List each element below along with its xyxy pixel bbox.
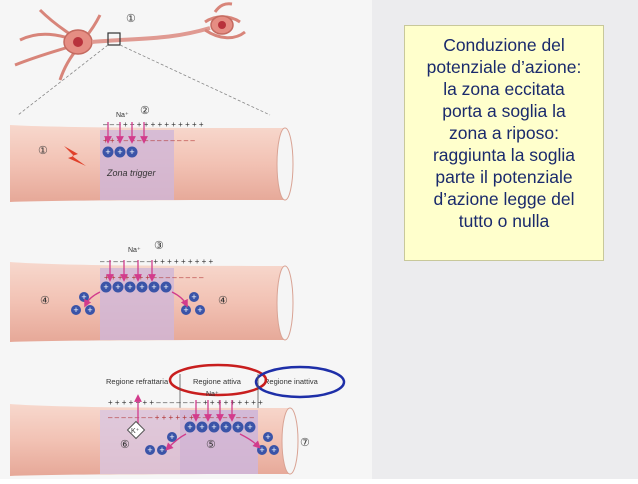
region-refractory-label: Regione refrattaria <box>106 377 169 386</box>
svg-text:+: + <box>159 445 164 455</box>
svg-text:+: + <box>259 445 264 455</box>
step-marker-1b: ① <box>38 145 48 157</box>
zoom-box <box>107 32 121 46</box>
panel-2: – – – – – – – – + + + + + + + + + + + + … <box>10 240 294 342</box>
charges-2-inner: + + + + + + + – – – – – – – – <box>104 273 204 282</box>
svg-text:+: + <box>147 445 152 455</box>
svg-text:+: + <box>169 432 174 442</box>
svg-text:+: + <box>211 422 216 432</box>
trigger-zone <box>100 130 174 200</box>
svg-text:+: + <box>139 282 144 292</box>
svg-text:+: + <box>223 422 228 432</box>
caption-line-5: zona a riposo: <box>449 123 559 143</box>
svg-text:+: + <box>81 292 86 302</box>
charges-1-inner: + + + – – – – – – – – – – – <box>103 136 195 145</box>
ions-panel-2 <box>71 281 205 315</box>
k-channel-icon <box>126 420 146 440</box>
ion-label-k: K⁺ <box>131 428 140 435</box>
zone-trigger-label: Zona trigger <box>106 168 157 178</box>
caption-box: Conduzione del potenziale d’azione: la z… <box>404 25 604 261</box>
step-marker-3: ③ <box>154 240 164 252</box>
step-marker-6: ⑥ <box>120 439 130 451</box>
step-marker-1: ① <box>126 13 136 25</box>
svg-text:+: + <box>183 305 188 315</box>
svg-text:+: + <box>127 282 132 292</box>
svg-text:+: + <box>163 282 168 292</box>
step-marker-7: ⑦ <box>300 437 310 449</box>
charges-2-top: – – – – – – – – + + + + + + + + + <box>100 257 214 266</box>
svg-text:+: + <box>187 422 192 432</box>
caption-line-1: Conduzione del <box>443 35 565 55</box>
ions-panel-1 <box>102 146 138 158</box>
stimulus-bolt-icon <box>64 146 86 166</box>
caption-line-3: la zona eccitata <box>443 79 565 99</box>
step-marker-4b: ④ <box>218 295 228 307</box>
panel-3: Regione refrattaria Regione attiva Regio… <box>10 363 346 476</box>
svg-text:+: + <box>199 422 204 432</box>
figure-svg: ① – – – + + + + + + + + + + + + + + + – … <box>10 2 346 476</box>
inactive-region-highlight <box>254 365 346 399</box>
ion-label-na-2: Na⁺ <box>128 247 141 254</box>
svg-text:+: + <box>197 305 202 315</box>
charges-3-inner: – – – – – – – + + + + + + – – – – – – – … <box>108 413 254 422</box>
caption-line-2: potenziale d’azione: <box>426 57 582 77</box>
caption-line-6: raggiunta la soglia <box>432 145 576 165</box>
step-marker-5: ⑤ <box>206 439 216 451</box>
step-marker-4a: ④ <box>40 295 50 307</box>
caption-line-8: d’azione legge del <box>433 189 575 209</box>
panel-1: – – – + + + + + + + + + + + + + + + – – … <box>10 105 294 202</box>
axon-conduction-figure: ① – – – + + + + + + + + + + + + + + + – … <box>10 2 346 476</box>
svg-text:+: + <box>271 445 276 455</box>
active-region-highlight <box>168 363 268 397</box>
svg-text:+: + <box>265 432 270 442</box>
step-marker-2: ② <box>140 105 150 117</box>
caption-line-9: tutto o nulla <box>458 211 550 231</box>
svg-text:+: + <box>115 282 120 292</box>
refractory-zone <box>100 410 180 474</box>
neuron-illustration: ① <box>14 2 246 81</box>
svg-text:+: + <box>87 305 92 315</box>
charges-3-top: + + + + + + + – – – – – – – + + + + + + … <box>108 398 263 407</box>
svg-text:+: + <box>73 305 78 315</box>
svg-text:+: + <box>103 282 108 292</box>
svg-text:+: + <box>151 282 156 292</box>
caption-line-4: porta a soglia la <box>442 101 566 121</box>
svg-text:+: + <box>105 147 110 157</box>
svg-text:+: + <box>235 422 240 432</box>
region-active-label: Regione attiva <box>193 377 242 386</box>
charges-1-top: – – – + + + + + + + + + + + + <box>103 120 204 129</box>
ion-label-na-1: Na⁺ <box>116 112 129 119</box>
svg-text:+: + <box>247 422 252 432</box>
svg-text:+: + <box>117 147 122 157</box>
ion-label-na-3: Na⁺ <box>206 391 219 398</box>
region-inactive-label: Regione inattiva <box>264 377 319 386</box>
svg-text:+: + <box>191 292 196 302</box>
svg-text:+: + <box>129 147 134 157</box>
caption-line-7: parte il potenziale <box>435 167 573 187</box>
